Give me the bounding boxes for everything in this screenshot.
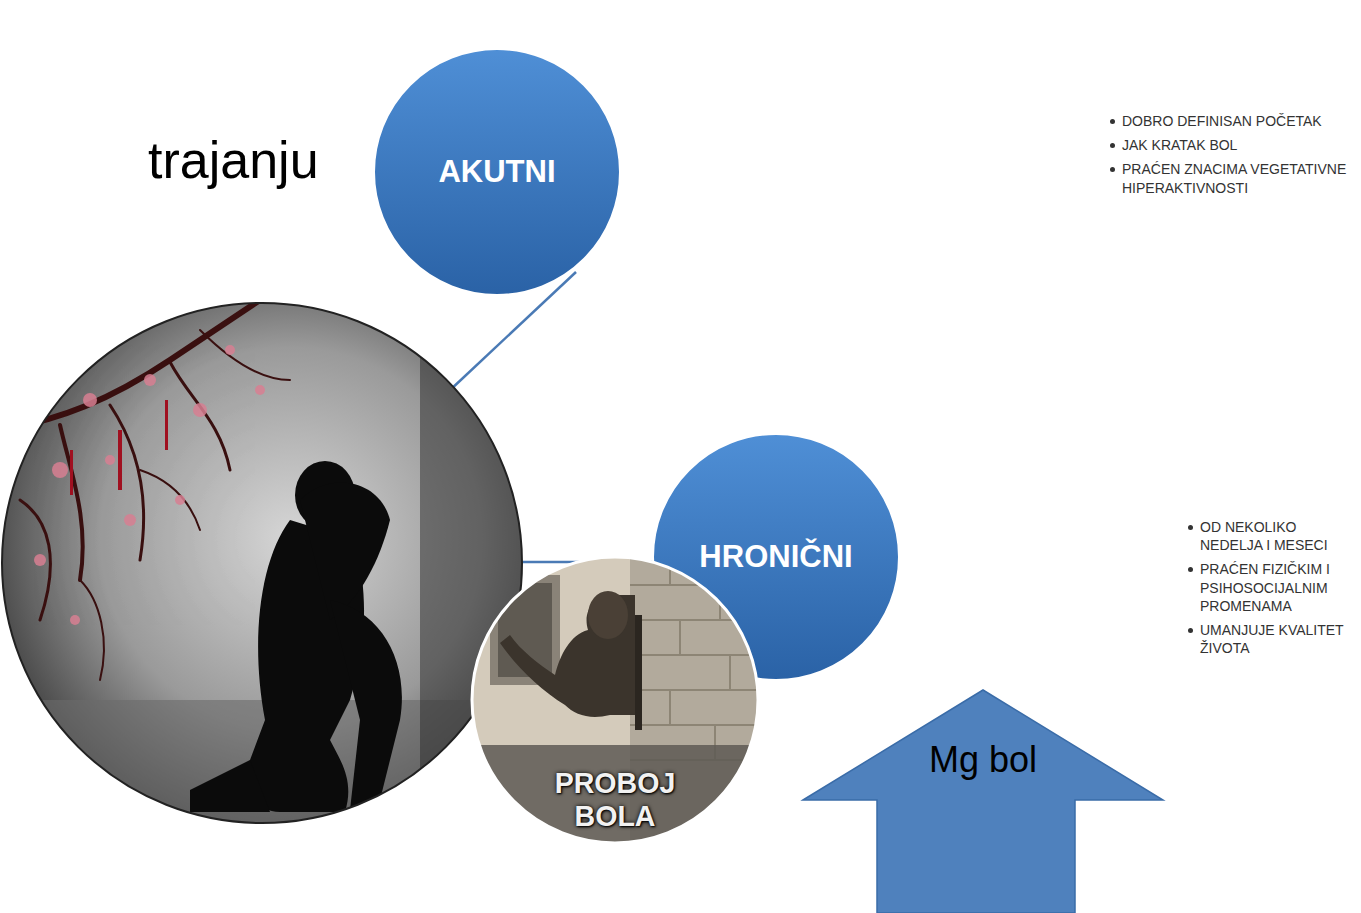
drawing-part <box>110 405 144 560</box>
node-label: HRONIČNI <box>699 539 852 575</box>
drawing-part <box>225 345 235 355</box>
drawing-part <box>190 461 402 812</box>
drawing-part <box>0 300 260 430</box>
bullet-dot <box>1110 119 1115 124</box>
drawing-part <box>630 555 760 760</box>
drawing-part <box>472 557 758 843</box>
bullet-item: DOBRO DEFINISAN POČETAK <box>1108 112 1353 130</box>
drawing-part <box>83 393 97 407</box>
drawing-part <box>124 514 136 526</box>
slide-title: trajanju <box>148 130 319 190</box>
drawing-part <box>34 345 265 625</box>
drawing-part <box>300 483 390 620</box>
drawing-part <box>170 362 230 470</box>
node-label: PROBOJ BOLA <box>530 767 700 833</box>
bullet-dot <box>1188 525 1193 530</box>
node-label: AKUTNI <box>438 154 555 190</box>
bullet-dot <box>1188 567 1193 572</box>
bullet-text: OD NEKOLIKO NEDELJA I MESECI <box>1200 519 1328 553</box>
drawing-part <box>0 300 290 680</box>
node-text-box: PROBOJ BOLA <box>530 760 700 840</box>
drawing-part <box>140 470 200 530</box>
sad-person-picture <box>0 300 540 840</box>
node-outline <box>803 690 1163 913</box>
drawing-part <box>374 49 620 295</box>
drawing-part <box>193 403 207 417</box>
drawing-part <box>803 690 1163 913</box>
bullet-text: JAK KRATAK BOL <box>1122 137 1237 153</box>
drawing-part <box>144 374 156 386</box>
drawing-part <box>330 600 402 810</box>
drawing-part <box>105 455 115 465</box>
bullet-item: PRAĆEN ZNACIMA VEGETATIVNE HIPERAKTIVNOS… <box>1108 160 1353 196</box>
drawing-part <box>52 462 68 478</box>
drawing-part <box>470 555 760 845</box>
bullet-text: DOBRO DEFINISAN POČETAK <box>1122 113 1322 129</box>
drawing-part <box>20 500 50 620</box>
drawing-part <box>60 425 83 580</box>
node-text-box: Mg bol <box>903 730 1063 790</box>
drawing-part <box>118 430 122 490</box>
bullet-dot <box>1110 167 1115 172</box>
drawing-part <box>470 555 760 845</box>
picture-outline <box>2 303 522 823</box>
drawing-part <box>588 591 628 639</box>
bullet-list: DOBRO DEFINISAN POČETAK JAK KRATAK BOL PRA… <box>1108 112 1353 197</box>
bullet-text: UMANJUJE KVALITET ŽIVOTA <box>1200 622 1343 656</box>
bullet-item: OD NEKOLIKO NEDELJA I MESECI <box>1186 518 1354 554</box>
up-arrow-node: Mg bol <box>803 690 1163 913</box>
bullet-list: OD NEKOLIKO NEDELJA I MESECI PRAĆEN FIZIČ… <box>1186 518 1354 657</box>
drawing-part <box>190 760 270 812</box>
drawing-part <box>34 554 46 566</box>
drawing-part <box>80 580 104 680</box>
drawing-part <box>70 400 168 495</box>
drawing-part <box>200 330 290 380</box>
drawing-part <box>630 585 760 760</box>
bullet-item: JAK KRATAK BOL <box>1108 136 1353 154</box>
circle-node: AKUTNI <box>372 47 622 297</box>
drawing-part <box>70 450 73 495</box>
bullet-dot <box>1188 628 1193 633</box>
drawing-part <box>165 400 168 450</box>
bullet-item: PRAĆEN FIZIČKIM I PSIHOSOCIJALNIM PROMEN… <box>1186 560 1354 615</box>
node-label: Mg bol <box>929 739 1037 780</box>
bullet-text: PRAĆEN FIZIČKIM I PSIHOSOCIJALNIM PROMEN… <box>1200 561 1330 613</box>
drawing-part <box>255 385 265 395</box>
node-text-box: AKUTNI <box>372 47 622 297</box>
picture-circle-node: PROBOJ BOLA <box>470 555 760 845</box>
drawing-part <box>175 495 185 505</box>
bullet-text: PRAĆEN ZNACIMA VEGETATIVNE HIPERAKTIVNOS… <box>1122 161 1346 195</box>
drawing-part <box>470 745 760 845</box>
bullet-item: UMANJUJE KVALITET ŽIVOTA <box>1186 621 1354 657</box>
bullet-dot <box>1110 143 1115 148</box>
drawing-part <box>70 615 80 625</box>
drawing-part <box>635 615 642 730</box>
